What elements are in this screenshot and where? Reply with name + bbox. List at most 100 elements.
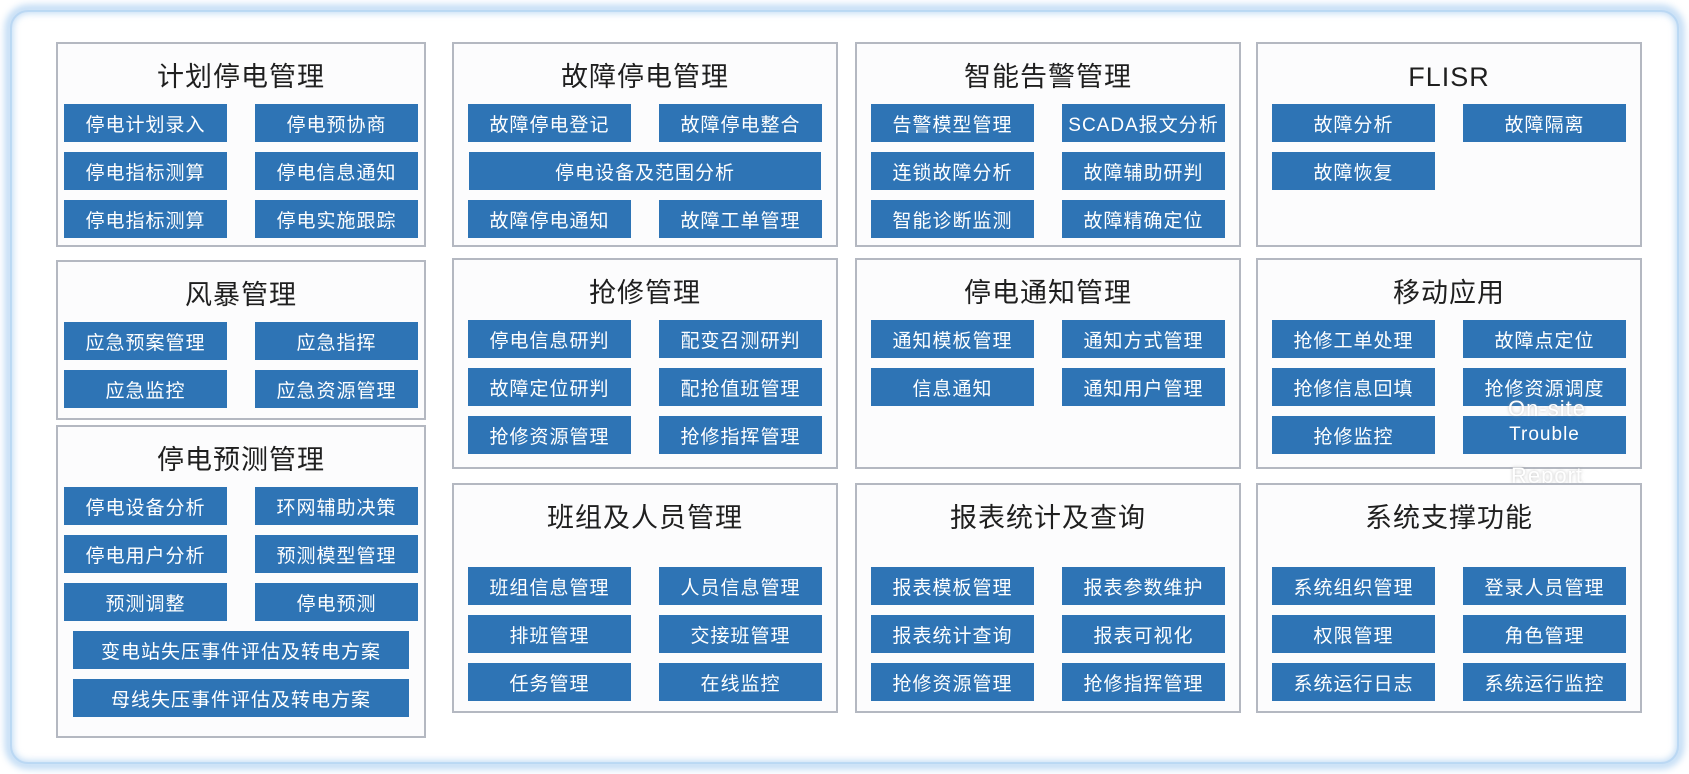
- panel-title-fault-outage-mgmt: 故障停电管理: [561, 62, 729, 92]
- module-button[interactable]: 交接班管理: [659, 615, 822, 653]
- module-button[interactable]: 停电指标测算: [64, 152, 227, 190]
- panel-fault-outage-mgmt: 故障停电管理故障停电登记故障停电整合停电设备及范围分析故障停电通知故障工单管理: [452, 42, 838, 247]
- panel-storm-mgmt: 风暴管理应急预案管理应急指挥应急监控应急资源管理: [56, 260, 426, 420]
- button-row: 系统运行日志系统运行监控: [1258, 663, 1640, 701]
- module-button[interactable]: 抢修资源调度: [1463, 368, 1626, 406]
- module-button[interactable]: 预测模型管理: [255, 535, 418, 573]
- module-button[interactable]: 环网辅助决策: [255, 487, 418, 525]
- module-button[interactable]: 停电预测: [255, 583, 418, 621]
- module-button[interactable]: 故障精确定位: [1062, 200, 1225, 238]
- module-button[interactable]: 故障停电整合: [659, 104, 822, 142]
- module-button[interactable]: 系统组织管理: [1272, 567, 1435, 605]
- module-button[interactable]: 告警模型管理: [871, 104, 1034, 142]
- module-button[interactable]: 抢修工单处理: [1272, 320, 1435, 358]
- module-button[interactable]: 停电设备分析: [64, 487, 227, 525]
- module-button[interactable]: 报表模板管理: [871, 567, 1034, 605]
- button-row: 排班管理交接班管理: [454, 615, 836, 653]
- button-row: 故障分析故障隔离: [1258, 104, 1640, 142]
- module-button[interactable]: 通知模板管理: [871, 320, 1034, 358]
- panel-planned-outage-mgmt: 计划停电管理停电计划录入停电预协商停电指标测算停电信息通知停电指标测算停电实施跟…: [56, 42, 426, 247]
- button-row: 抢修监控 Trouble: [1258, 416, 1640, 454]
- button-row: 停电信息研判配变召测研判: [454, 320, 836, 358]
- module-button[interactable]: 停电信息通知: [255, 152, 418, 190]
- module-button[interactable]: 报表统计查询: [871, 615, 1034, 653]
- module-button[interactable]: 停电信息研判: [468, 320, 631, 358]
- panel-repair-mgmt: 抢修管理停电信息研判配变召测研判故障定位研判配抢值班管理抢修资源管理抢修指挥管理: [452, 258, 838, 469]
- module-button[interactable]: 抢修资源管理: [468, 416, 631, 454]
- module-button[interactable]: 排班管理: [468, 615, 631, 653]
- module-button[interactable]: 母线失压事件评估及转电方案: [73, 679, 409, 717]
- module-button[interactable]: 通知方式管理: [1062, 320, 1225, 358]
- module-button[interactable]: 班组信息管理: [468, 567, 631, 605]
- module-button[interactable]: 登录人员管理: [1463, 567, 1626, 605]
- module-button[interactable]: 停电计划录入: [64, 104, 227, 142]
- button-row: 报表统计查询报表可视化: [857, 615, 1239, 653]
- module-button[interactable]: 角色管理: [1463, 615, 1626, 653]
- module-button[interactable]: 故障辅助研判: [1062, 152, 1225, 190]
- module-button[interactable]: 故障停电通知: [468, 200, 631, 238]
- panel-title-mobile-app: 移动应用: [1393, 278, 1505, 308]
- module-button[interactable]: 抢修资源管理: [871, 663, 1034, 701]
- button-row: 应急预案管理应急指挥: [58, 322, 424, 360]
- module-button[interactable]: 应急资源管理: [255, 370, 418, 408]
- module-button[interactable]: 配变召测研判: [659, 320, 822, 358]
- panel-title-planned-outage-mgmt: 计划停电管理: [157, 62, 325, 92]
- button-row: 故障定位研判配抢值班管理: [454, 368, 836, 406]
- module-button[interactable]: 信息通知: [871, 368, 1034, 406]
- button-row: 故障恢复: [1258, 152, 1640, 190]
- module-button[interactable]: 权限管理: [1272, 615, 1435, 653]
- module-button[interactable]: 报表可视化: [1062, 615, 1225, 653]
- module-button[interactable]: 抢修指挥管理: [659, 416, 822, 454]
- module-button[interactable]: 应急指挥: [255, 322, 418, 360]
- button-row: 母线失压事件评估及转电方案: [58, 679, 424, 717]
- module-button[interactable]: 抢修指挥管理: [1062, 663, 1225, 701]
- module-button[interactable]: 抢修信息回填: [1272, 368, 1435, 406]
- module-button[interactable]: 预测调整: [64, 583, 227, 621]
- module-button[interactable]: Trouble: [1463, 416, 1626, 454]
- button-row: 抢修资源管理抢修指挥管理: [857, 663, 1239, 701]
- module-button[interactable]: 停电指标测算: [64, 200, 227, 238]
- module-button[interactable]: 停电实施跟踪: [255, 200, 418, 238]
- module-button[interactable]: 在线监控: [659, 663, 822, 701]
- module-button[interactable]: 停电用户分析: [64, 535, 227, 573]
- module-button[interactable]: 停电预协商: [255, 104, 418, 142]
- button-row: 停电计划录入停电预协商: [58, 104, 424, 142]
- module-button[interactable]: 人员信息管理: [659, 567, 822, 605]
- button-row: 系统组织管理登录人员管理: [1258, 567, 1640, 605]
- button-row: 停电设备分析环网辅助决策: [58, 487, 424, 525]
- module-button[interactable]: 报表参数维护: [1062, 567, 1225, 605]
- module-button[interactable]: 配抢值班管理: [659, 368, 822, 406]
- module-button[interactable]: 抢修监控: [1272, 416, 1435, 454]
- panel-title-team-personnel-mgmt: 班组及人员管理: [547, 503, 743, 533]
- module-button[interactable]: 变电站失压事件评估及转电方案: [73, 631, 409, 669]
- module-button[interactable]: 应急监控: [64, 370, 227, 408]
- module-button[interactable]: 任务管理: [468, 663, 631, 701]
- module-button[interactable]: 系统运行日志: [1272, 663, 1435, 701]
- button-row: 报表模板管理报表参数维护: [857, 567, 1239, 605]
- module-button[interactable]: 故障工单管理: [659, 200, 822, 238]
- panel-title-flisr: FLISR: [1408, 62, 1490, 92]
- button-row: 停电指标测算停电实施跟踪: [58, 200, 424, 238]
- button-row: 智能诊断监测故障精确定位: [857, 200, 1239, 238]
- module-button[interactable]: 连锁故障分析: [871, 152, 1034, 190]
- module-button[interactable]: 故障停电登记: [468, 104, 631, 142]
- button-row: 故障停电登记故障停电整合: [454, 104, 836, 142]
- button-row: 抢修资源管理抢修指挥管理: [454, 416, 836, 454]
- module-button[interactable]: 应急预案管理: [64, 322, 227, 360]
- module-button[interactable]: 系统运行监控: [1463, 663, 1626, 701]
- module-button[interactable]: 故障点定位: [1463, 320, 1626, 358]
- module-button[interactable]: 通知用户管理: [1062, 368, 1225, 406]
- button-row: 连锁故障分析故障辅助研判: [857, 152, 1239, 190]
- panel-system-support: 系统支撑功能系统组织管理登录人员管理权限管理角色管理系统运行日志系统运行监控: [1256, 483, 1642, 713]
- module-button[interactable]: SCADA报文分析: [1062, 104, 1225, 142]
- button-row: 任务管理在线监控: [454, 663, 836, 701]
- module-button[interactable]: 故障分析: [1272, 104, 1435, 142]
- module-button[interactable]: 停电设备及范围分析: [469, 152, 821, 190]
- module-button[interactable]: 故障恢复: [1272, 152, 1435, 190]
- module-button[interactable]: 故障隔离: [1463, 104, 1626, 142]
- module-button[interactable]: 故障定位研判: [468, 368, 631, 406]
- module-button[interactable]: 智能诊断监测: [871, 200, 1034, 238]
